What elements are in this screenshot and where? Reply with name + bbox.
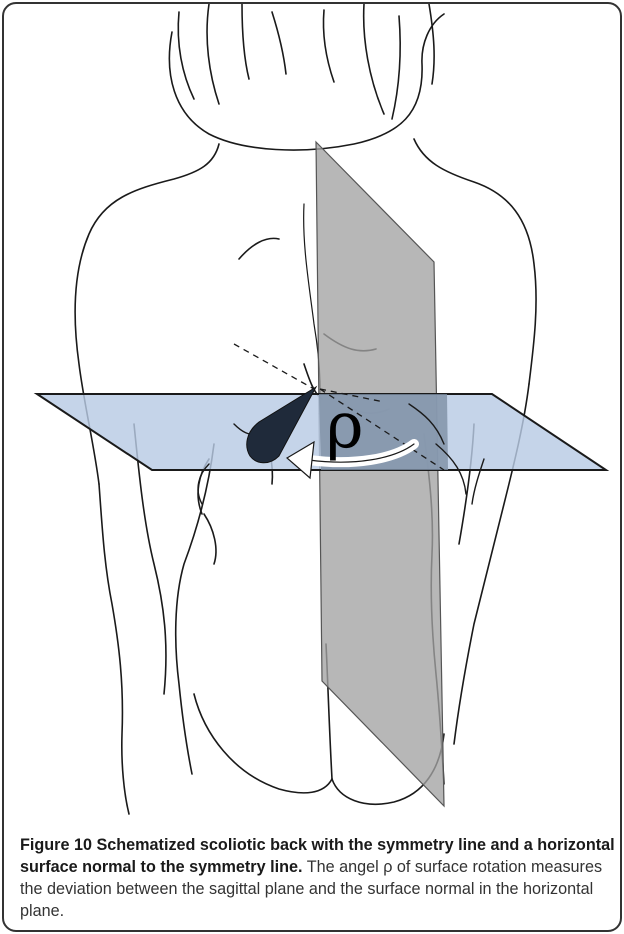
rho-label: ρ (326, 389, 364, 463)
scoliotic-back-illustration: ρ (4, 4, 622, 834)
sagittal-plane (316, 142, 444, 806)
figure-caption: Figure 10 Schematized scoliotic back wit… (20, 834, 616, 922)
figure-label: Figure 10 (20, 836, 92, 854)
